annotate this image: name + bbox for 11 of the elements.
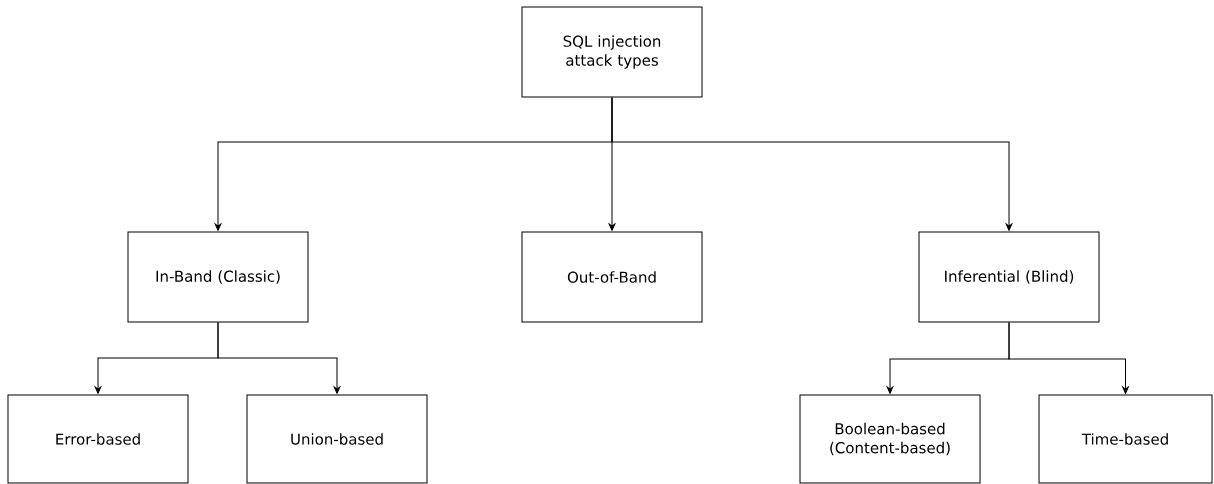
- category-box: Boolean-based (Content-based): [799, 394, 981, 484]
- connector-arrow: [1008, 322, 1129, 394]
- connector-arrow: [611, 97, 1013, 231]
- category-box: Inferential (Blind): [918, 231, 1100, 323]
- category-box: SQL injection attack types: [521, 6, 703, 98]
- category-box: Union-based: [246, 394, 428, 484]
- category-box: Out-of-Band: [521, 231, 703, 323]
- category-box: Error-based: [7, 394, 189, 484]
- connector-arrow: [217, 322, 341, 394]
- category-box: In-Band (Classic): [127, 231, 309, 323]
- category-box: Time-based: [1038, 394, 1213, 484]
